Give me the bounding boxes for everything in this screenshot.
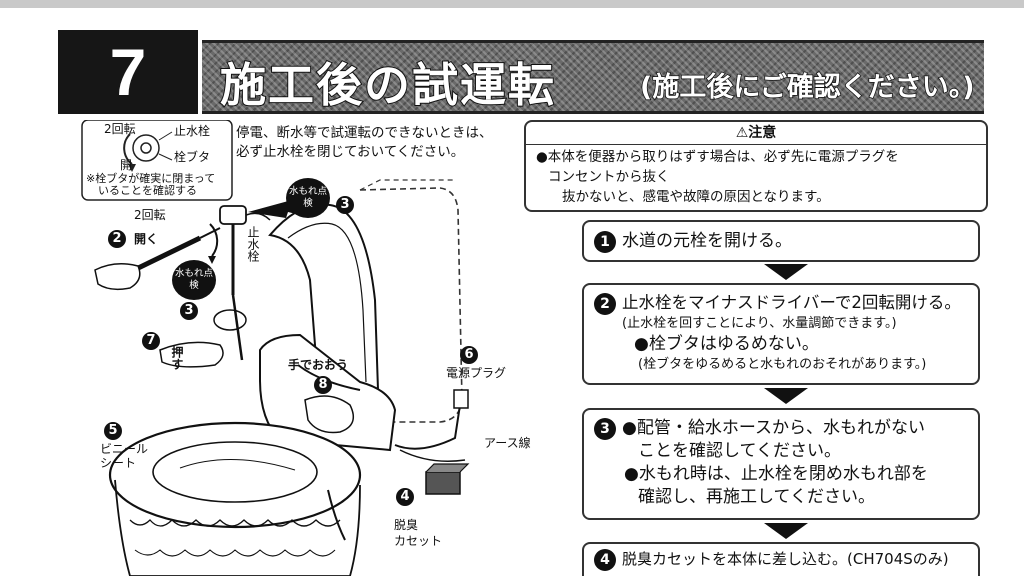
inset-rotate-label: 2回転 [104, 122, 136, 136]
caution-box: ⚠注意 ●本体を便器から取りはずす場合は、必ず先に電源プラグを コンセントから抜… [524, 120, 988, 212]
callout-3-top: 3 [336, 196, 354, 214]
deodor-label-2: カセット [394, 534, 443, 548]
inset-open-label: 開 [120, 158, 133, 172]
step-2-text: 止水栓をマイナスドライバーで2回転開ける。 [622, 293, 961, 312]
step-number-box: 7 [58, 30, 198, 114]
caution-line-3: 抜かないと、感電や故障の原因となります。 [562, 189, 830, 205]
step-2-number: 2 [594, 292, 616, 315]
step-3-sub-2: ●水もれ時は、止水栓を閉め水もれ部を [624, 464, 928, 484]
step-3-sub-3: 確認し、再施工してください。 [638, 487, 875, 507]
step-2-sub-3: (栓ブタをゆるめると水もれのおそれがあります。) [638, 357, 927, 372]
caution-title: ⚠注意 [526, 122, 986, 145]
step-4-text: 脱臭カセットを本体に差し込む。(CH704Sのみ) [622, 550, 949, 568]
callout-8: 8 [314, 376, 332, 394]
step-4-number: 4 [594, 548, 616, 571]
step-2-box: 2 止水栓をマイナスドライバーで2回転開ける。 (止水栓を回すことにより、水量調節… [582, 283, 980, 385]
leak-check-badge-left: 水もれ点検 [172, 260, 216, 300]
step-1-number: 1 [594, 230, 616, 253]
step-2-sub-1: (止水栓を回すことにより、水量調節できます。) [622, 316, 897, 331]
open-label: 開く [134, 232, 159, 246]
vinyl-label-2: シート [100, 456, 137, 470]
rotate2-label: 2回転 [134, 208, 166, 222]
power-plug-label: 電源プラグ [446, 366, 507, 380]
section-header: 7 施工後の試運転 (施工後にご確認ください。) [58, 30, 984, 114]
step-3-text: ●配管・給水ホースから、水もれがない [622, 418, 925, 438]
caution-line-1: ●本体を便器から取りはずす場合は、必ず先に電源プラグを [536, 149, 899, 165]
page-subtitle: (施工後にご確認ください。) [639, 71, 975, 104]
step-2-sub-2: ●栓ブタはゆるめない。 [634, 334, 819, 354]
arrow-down-1 [764, 264, 808, 280]
inset-cap-label: 栓ブタ [174, 150, 211, 164]
callout-4: 4 [396, 488, 414, 506]
inset-note-1: ※栓ブタが確実に閉まって [86, 172, 216, 185]
inset-valve-label: 止水栓 [174, 124, 211, 138]
inset-note-2: いることを確認する [98, 184, 197, 197]
step-3-sub-1: ことを確認してください。 [638, 441, 841, 461]
step-1-box: 1 水道の元栓を開ける。 [582, 220, 980, 262]
note-line-1: 停電、断水等で試運転のできないときは、 [236, 125, 493, 141]
callout-7: 7 [142, 332, 160, 350]
callout-5: 5 [104, 422, 122, 440]
step-number: 7 [109, 35, 147, 109]
deodor-label-1: 脱臭 [394, 518, 419, 532]
title-band: 施工後の試運転 (施工後にご確認ください。) [202, 40, 984, 114]
valve-vertical-label: 止水栓 [246, 226, 260, 262]
vinyl-label-1: ビニール [100, 442, 149, 456]
caution-body: ●本体を便器から取りはずす場合は、必ず先に電源プラグを コンセントから抜く 抜か… [526, 145, 986, 209]
page-title: 施工後の試運転 [219, 57, 556, 113]
arrow-down-3 [764, 523, 808, 539]
installation-diagram: 2回転 止水栓 栓ブタ 開 ※栓ブタが確実に閉まって いることを確認する 2回転… [60, 120, 560, 576]
top-border [0, 0, 1024, 8]
ground-wire-label: アース線 [484, 436, 531, 450]
callout-6: 6 [460, 346, 478, 364]
leak-check-badge-top: 水もれ点検 [286, 178, 330, 218]
callout-3-left: 3 [180, 302, 198, 320]
cover-hand-label: 手でおおう [288, 358, 349, 372]
step-3-box: 3 ●配管・給水ホースから、水もれがない ことを確認してください。 ●水もれ時は、… [582, 408, 980, 520]
step-1-text: 水道の元栓を開ける。 [622, 231, 792, 251]
arrow-down-2 [764, 388, 808, 404]
push-label: 押す [170, 346, 184, 370]
power-outage-note: 停電、断水等で試運転のできないときは、 必ず止水栓を閉じておいてください。 [236, 124, 526, 162]
step-3-number: 3 [594, 417, 616, 440]
step-4-box: 4 脱臭カセットを本体に差し込む。(CH704Sのみ) [582, 542, 980, 576]
caution-line-2: コンセントから抜く [548, 169, 670, 185]
note-line-2: 必ず止水栓を閉じておいてください。 [236, 144, 465, 160]
callout-2: 2 [108, 230, 126, 248]
